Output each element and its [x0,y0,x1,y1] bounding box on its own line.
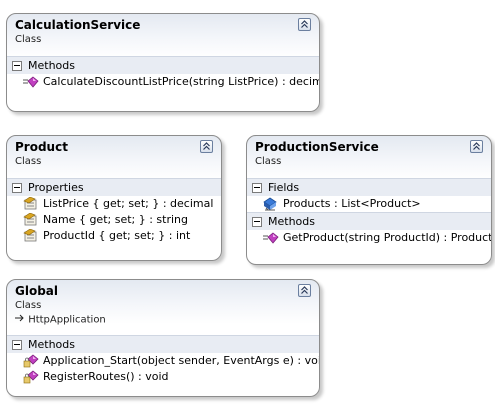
collapse-section-icon[interactable] [12,339,22,350]
class-kind: Class [15,300,42,311]
class-kind: Class [15,156,42,167]
section-fields: Fields Products : List<Product> [247,178,491,212]
section-title: Fields [268,181,300,194]
property-icon [23,197,39,211]
base-class: HttpApplication [15,313,311,327]
base-class-name: HttpApplication [28,314,106,326]
section-methods: Methods GetProduct(string ProductId) : P… [247,212,491,246]
property-icon [23,229,39,243]
field-icon [263,197,279,211]
member-row[interactable]: Application_Start(object sender, EventAr… [7,353,319,369]
class-kind: Class [15,34,42,45]
property-icon [23,213,39,227]
class-name: ProductionService [255,140,379,154]
method-icon [23,75,39,89]
class-header: ProductionService Class [247,136,491,178]
section-title: Properties [28,181,84,194]
class-header: Global Class HttpApplication [7,280,319,335]
member-text: Application_Start(object sender, EventAr… [43,354,320,367]
class-header: CalculationService Class [7,14,319,56]
section-header[interactable]: Properties [7,178,221,196]
member-row[interactable]: GetProduct(string ProductId) : Product [247,230,491,246]
collapse-chevron-icon[interactable] [298,284,311,297]
member-row[interactable]: Name { get; set; } : string [7,212,221,228]
section-header[interactable]: Methods [7,56,319,74]
member-text: ProductId { get; set; } : int [43,229,191,242]
class-box-calculation-service[interactable]: CalculationService Class Methods Calcula… [6,13,320,112]
member-row[interactable]: CalculateDiscountListPrice(string ListPr… [7,74,319,90]
collapse-section-icon[interactable] [252,182,262,193]
collapse-chevron-icon[interactable] [298,18,311,31]
class-kind: Class [255,156,282,167]
member-text: ListPrice { get; set; } : decimal [43,197,214,210]
class-box-product[interactable]: Product Class Properties ListPrice { get… [6,135,222,261]
member-row[interactable]: ListPrice { get; set; } : decimal [7,196,221,212]
method-icon [263,231,279,245]
class-header: Product Class [7,136,221,178]
section-title: Methods [28,59,75,72]
section-header[interactable]: Methods [247,212,491,230]
section-methods: Methods Application_Start(object sender,… [7,335,319,385]
member-text: Products : List<Product> [283,197,421,210]
inheritance-arrow-icon [15,313,25,326]
class-name: Global [15,284,59,298]
member-row[interactable]: Products : List<Product> [247,196,491,212]
section-header[interactable]: Methods [7,335,319,353]
collapse-section-icon[interactable] [12,182,22,193]
collapse-section-icon[interactable] [12,60,22,71]
collapse-chevron-icon[interactable] [470,140,483,153]
class-box-production-service[interactable]: ProductionService Class Fields Products … [246,135,492,265]
section-title: Methods [28,338,75,351]
member-row[interactable]: ProductId { get; set; } : int [7,228,221,244]
section-methods: Methods CalculateDiscountListPrice(strin… [7,56,319,90]
section-title: Methods [268,215,315,228]
protected-method-icon [23,354,39,368]
collapse-chevron-icon[interactable] [200,140,213,153]
member-text: CalculateDiscountListPrice(string ListPr… [43,75,320,88]
protected-method-icon [23,370,39,384]
section-header[interactable]: Fields [247,178,491,196]
member-text: Name { get; set; } : string [43,213,188,226]
member-row[interactable]: RegisterRoutes() : void [7,369,319,385]
class-name: CalculationService [15,18,141,32]
collapse-section-icon[interactable] [252,216,262,227]
class-name: Product [15,140,68,154]
member-text: RegisterRoutes() : void [43,370,169,383]
class-box-global[interactable]: Global Class HttpApplication Methods App… [6,279,320,397]
section-properties: Properties ListPrice { get; set; } : dec… [7,178,221,244]
member-text: GetProduct(string ProductId) : Product [283,231,492,244]
